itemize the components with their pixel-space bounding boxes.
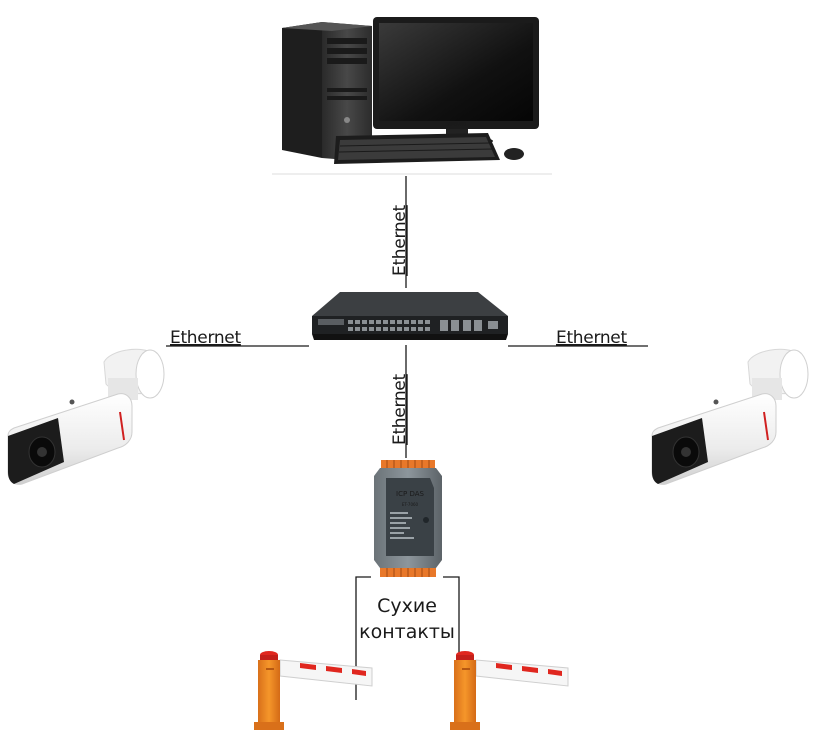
label-ethernet-left-camera: Ethernet <box>170 328 241 348</box>
module-brand: ICP DAS <box>396 490 424 498</box>
network-switch-icon <box>312 292 508 340</box>
label-ethernet-right-camera: Ethernet <box>556 328 627 348</box>
barrier-right-icon <box>450 651 569 730</box>
keyboard-icon <box>334 133 500 164</box>
pc-monitor: SAMSUNG <box>373 17 539 146</box>
mouse-icon <box>504 148 524 160</box>
barrier-left-icon <box>254 651 373 730</box>
label-dry-contacts-line2: контакты <box>359 621 455 643</box>
label-ethernet-switch-module: Ethernet <box>390 374 410 445</box>
right-camera-icon <box>651 348 809 485</box>
connection-lines <box>166 176 648 700</box>
pc-tower <box>282 22 372 162</box>
computer-icon: SAMSUNG <box>272 17 552 175</box>
module-model: ET-7060 <box>402 502 419 507</box>
label-ethernet-pc-switch: Ethernet <box>390 205 410 276</box>
label-dry-contacts-line1: Сухие <box>377 595 437 617</box>
dry-contacts-bracket-left <box>355 576 371 700</box>
monitor-brand: SAMSUNG <box>446 122 466 127</box>
io-module-icon: ICP DAS ET-7060 <box>374 460 442 577</box>
left-camera-icon <box>7 348 165 485</box>
